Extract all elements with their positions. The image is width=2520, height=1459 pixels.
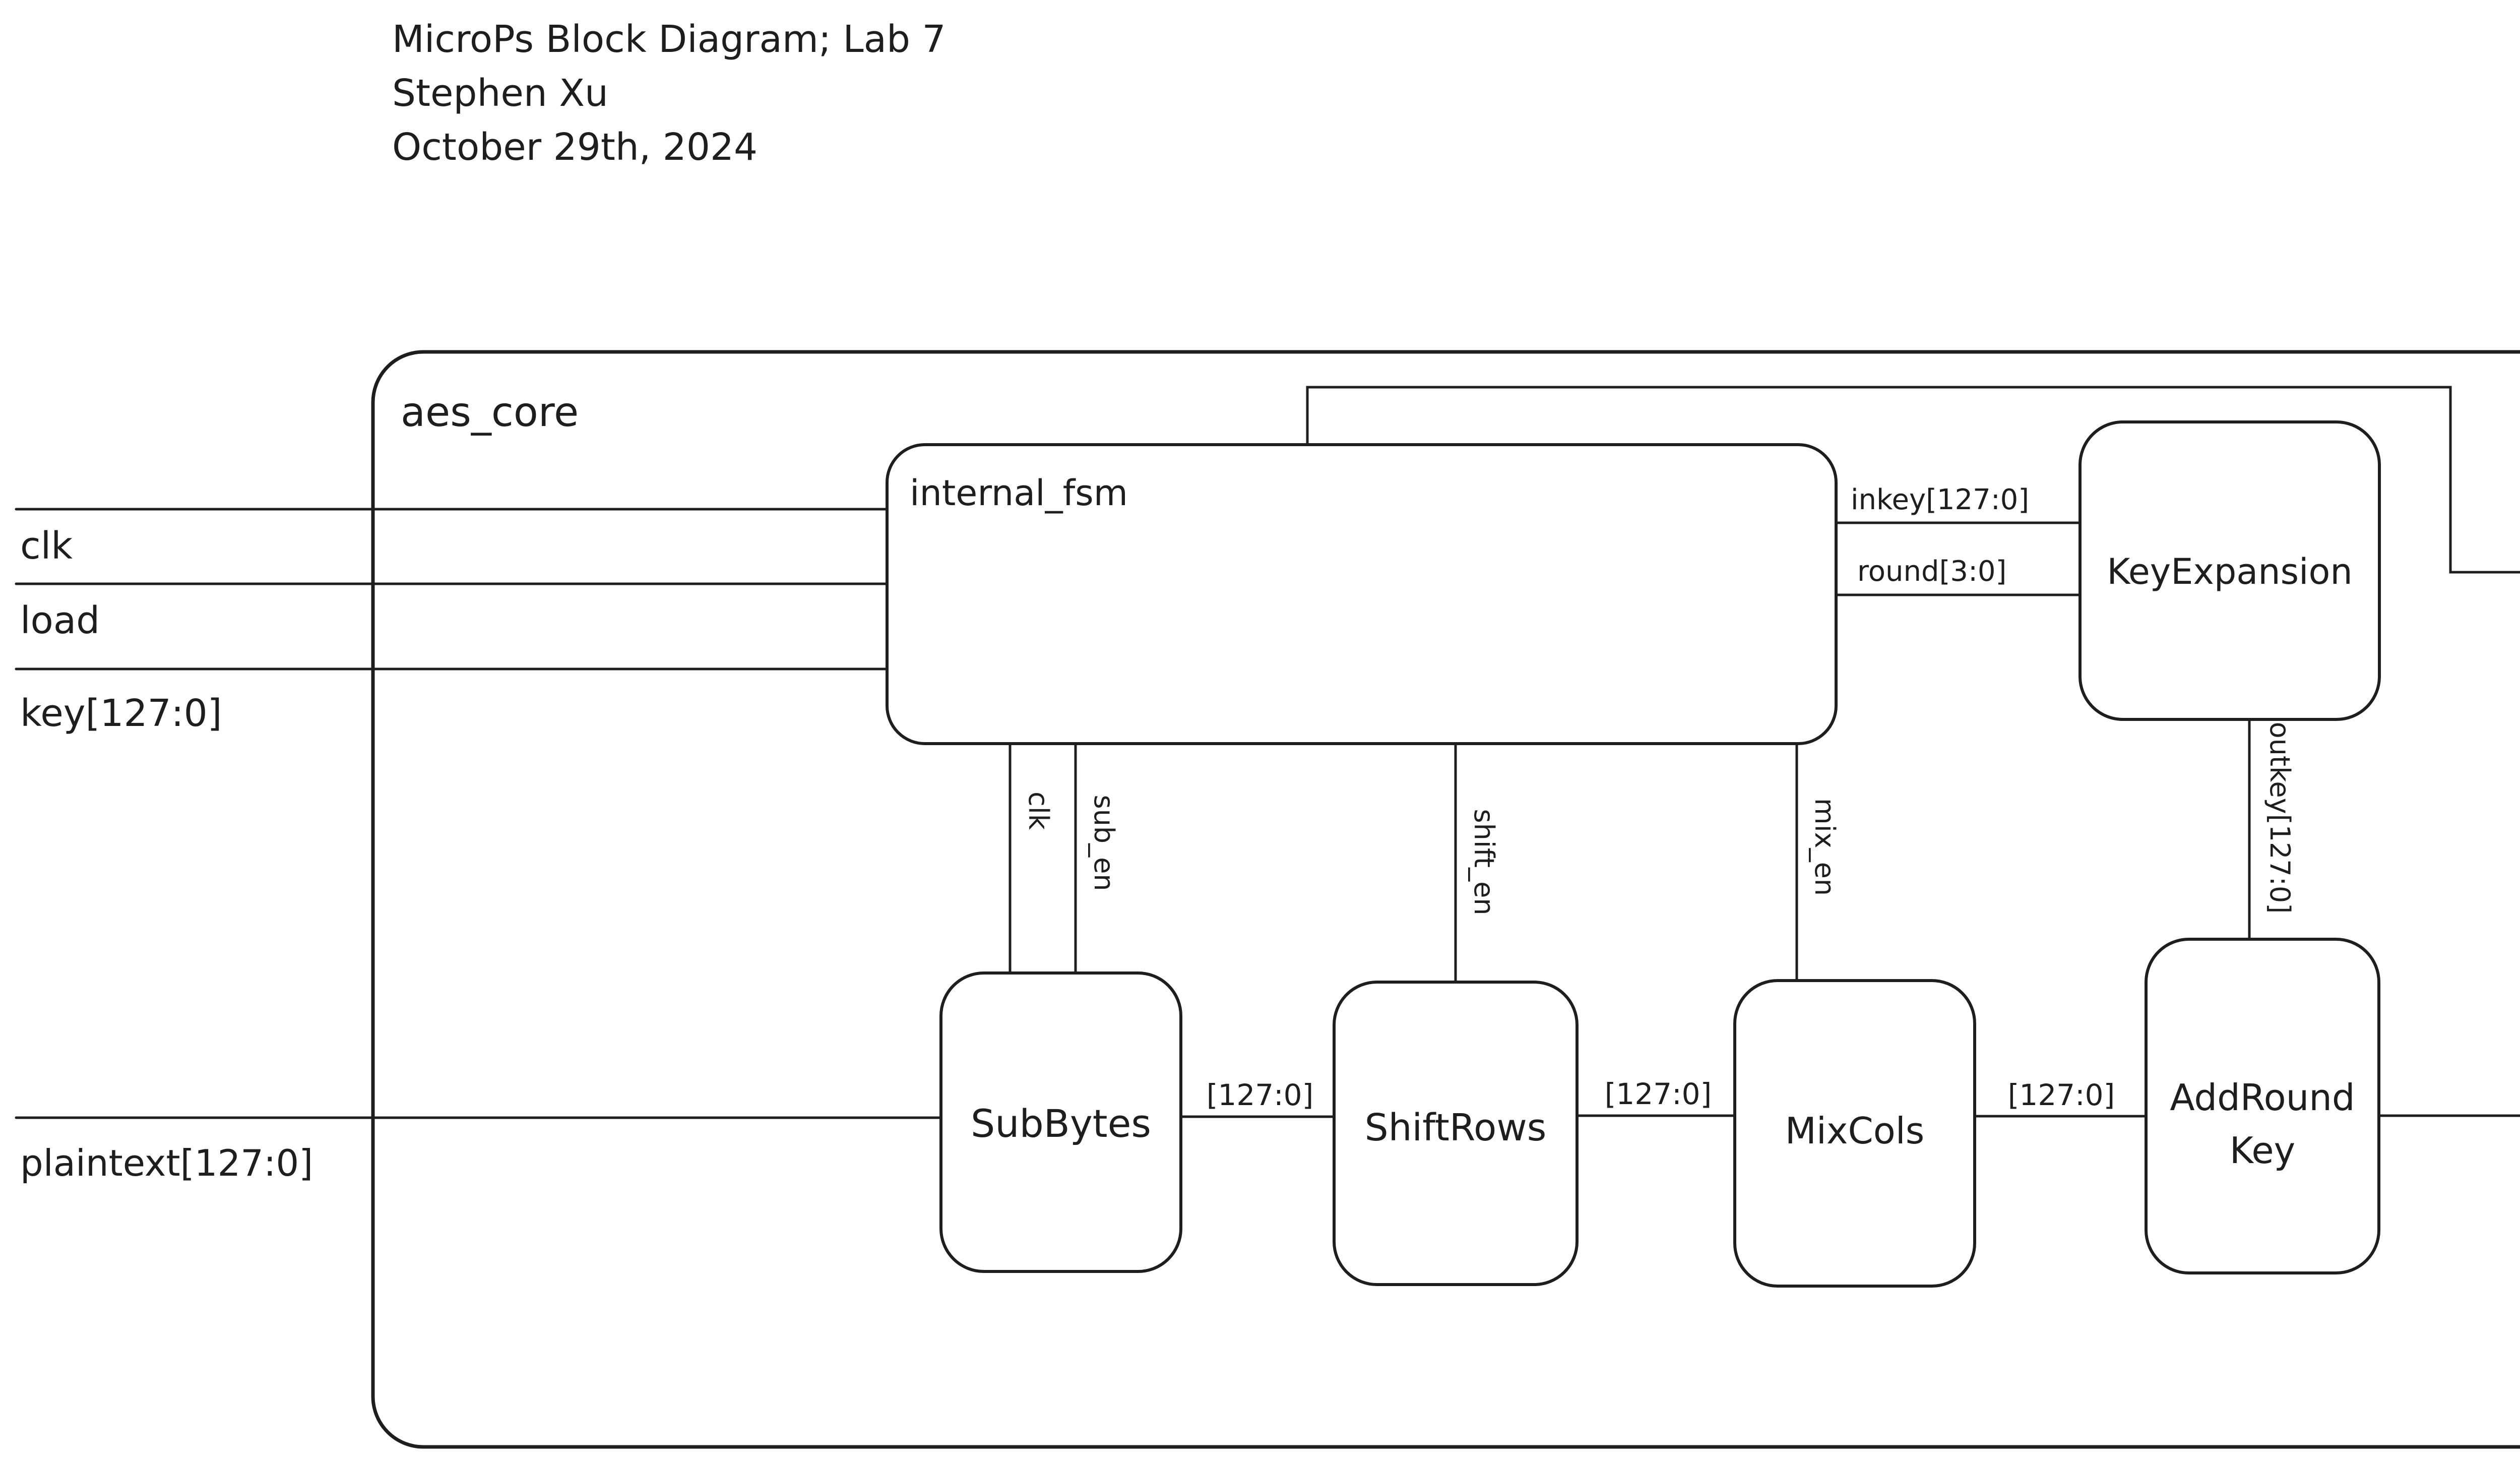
port-label-plaintext: plaintext[127:0] <box>20 1142 313 1184</box>
add-round-key-label-line1: AddRound <box>2170 1076 2355 1119</box>
net-label-outkey: outkey[127:0] <box>2264 722 2296 914</box>
net-label-clk-vertical: clk <box>1023 792 1054 830</box>
port-label-clk: clk <box>20 524 73 568</box>
bus-label-mix-ark: [127:0] <box>2008 1078 2115 1112</box>
net-label-round: round[3:0] <box>1857 555 2006 588</box>
add-round-key-box <box>2145 938 2380 1274</box>
shift-rows-box <box>1333 981 1579 1286</box>
title-line-1: MicroPs Block Diagram; Lab 7 <box>392 18 946 61</box>
wire-done-feedback <box>1306 386 2520 574</box>
key-expansion-box <box>2078 420 2381 721</box>
title-line-3: October 29th, 2024 <box>392 126 758 169</box>
mix-cols-box <box>1733 979 1976 1288</box>
net-label-mix-en: mix_en <box>1809 798 1841 896</box>
aes-core-label: aes_core <box>401 389 579 436</box>
internal-fsm-label: internal_fsm <box>910 472 1128 514</box>
shift-rows-label: ShiftRows <box>1365 1106 1547 1149</box>
mix-cols-label: MixCols <box>1785 1110 1925 1152</box>
net-label-inkey: inkey[127:0] <box>1851 483 2029 516</box>
bus-label-sub-shift: [127:0] <box>1207 1078 1313 1112</box>
port-label-key: key[127:0] <box>20 692 222 735</box>
net-label-sub-en: sub_en <box>1088 795 1120 891</box>
sub-bytes-box <box>939 971 1182 1273</box>
net-label-shift-en: shift_en <box>1468 809 1500 915</box>
sub-bytes-label: SubBytes <box>971 1101 1151 1146</box>
add-round-key-label-line2: Key <box>2230 1129 2296 1172</box>
title-line-2: Stephen Xu <box>392 72 608 115</box>
port-label-load: load <box>20 599 100 642</box>
internal-fsm-box <box>886 443 1838 745</box>
key-expansion-label: KeyExpansion <box>2107 551 2352 592</box>
bus-label-shift-mix: [127:0] <box>1605 1077 1712 1111</box>
